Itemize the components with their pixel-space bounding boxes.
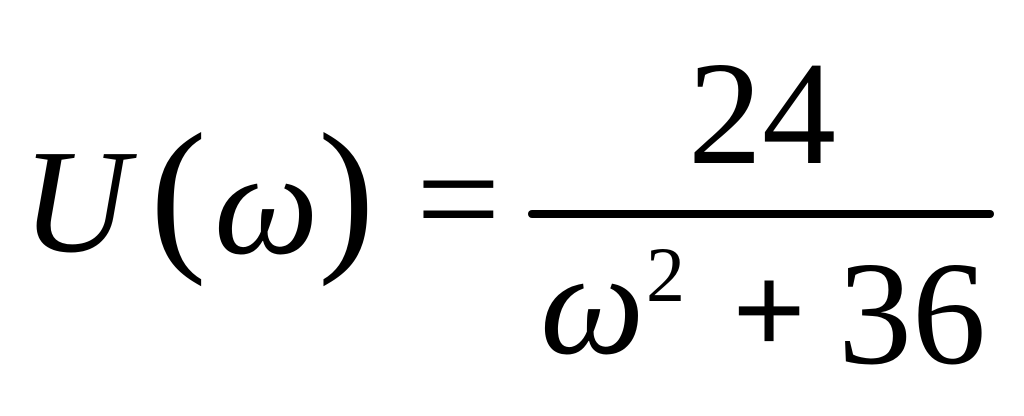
denominator-exponent: 2: [646, 231, 685, 318]
denominator-constant: 36: [838, 232, 986, 396]
denominator-variable: ω: [540, 222, 645, 386]
fraction-bar: [528, 210, 994, 218]
equals-sign: =: [416, 116, 501, 282]
lhs-open-paren: (: [150, 99, 207, 287]
lhs-variable: ω: [214, 122, 319, 286]
lhs-function-name: U: [22, 120, 129, 284]
denominator-plus-operator: +: [732, 239, 807, 383]
fraction-numerator: 24: [688, 32, 836, 196]
lhs-close-paren: ): [318, 99, 375, 287]
